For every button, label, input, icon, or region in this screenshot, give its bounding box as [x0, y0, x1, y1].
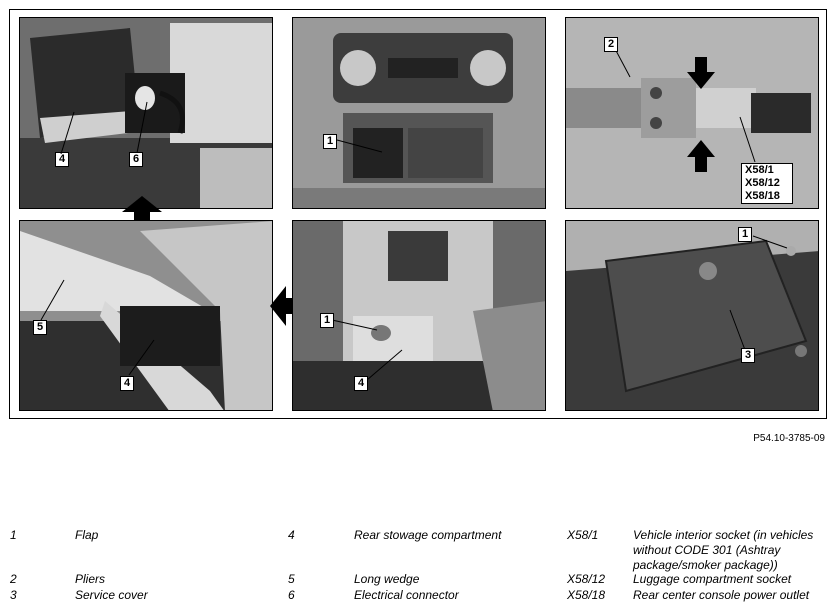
- callout-p4-5: 5: [33, 320, 48, 335]
- callout-p1-4: 4: [55, 152, 70, 167]
- legend-num-x58-12: X58/12: [567, 572, 606, 586]
- leader-lines-p1: [60, 101, 148, 155]
- leader-lines-p4: [40, 279, 155, 376]
- callout-p3-2: 2: [604, 37, 619, 52]
- legend-text-2: Pliers: [75, 572, 106, 586]
- legend-text-x58-1: Vehicle interior socket (in vehicles wit…: [633, 528, 814, 572]
- left-arrow-between-panels: [270, 286, 294, 326]
- callout-p1-6: 6: [129, 152, 144, 167]
- photo-panel-6-image: [566, 221, 818, 410]
- callout-p2-1: 1: [323, 134, 338, 149]
- callout-p5-1: 1: [320, 313, 335, 328]
- photo-panel-4-image: [20, 221, 272, 410]
- callout-p4-4: 4: [120, 376, 135, 391]
- legend-num-x58-1: X58/1: [567, 528, 599, 542]
- callout-p3-socket-codes: X58/1 X58/12 X58/18: [741, 163, 793, 204]
- photo-panel-5-image: [293, 221, 545, 410]
- leader-lines-p5: [331, 319, 403, 381]
- legend-num-1: 1: [10, 528, 17, 542]
- down-arrow-icon: [687, 57, 715, 89]
- legend-text-3: Service cover: [75, 588, 148, 602]
- legend-num-4: 4: [288, 528, 295, 542]
- legend-text-5: Long wedge: [354, 572, 420, 586]
- up-arrow-between-panels: [122, 196, 162, 220]
- up-arrow-icon: [687, 140, 715, 172]
- figure-id: P54.10-3785-09: [753, 433, 825, 444]
- callout-p5-4: 4: [354, 376, 369, 391]
- legend-text-6: Electrical connector: [354, 588, 459, 602]
- leader-lines-p2: [336, 139, 383, 153]
- photo-panel-6: [565, 220, 819, 411]
- legend-text-1: Flap: [75, 528, 99, 542]
- photo-panel-4: [19, 220, 273, 411]
- photo-panel-5: [292, 220, 546, 411]
- legend-num-x58-18: X58/18: [567, 588, 606, 602]
- callout-p6-1: 1: [738, 227, 753, 242]
- callout-p6-3: 3: [741, 348, 756, 363]
- legend-num-2: 2: [10, 572, 17, 586]
- legend-text-x58-18: Rear center console power outlet: [633, 588, 810, 602]
- photo-panel-2-image: [293, 18, 545, 208]
- legend-num-3: 3: [10, 588, 17, 602]
- legend-text-x58-12: Luggage compartment socket: [633, 572, 792, 586]
- legend-num-6: 6: [288, 588, 295, 602]
- photo-panel-2: [292, 17, 546, 209]
- leader-lines-p6: [729, 235, 788, 351]
- legend-text-4: Rear stowage compartment: [354, 528, 502, 542]
- legend-num-5: 5: [288, 572, 295, 586]
